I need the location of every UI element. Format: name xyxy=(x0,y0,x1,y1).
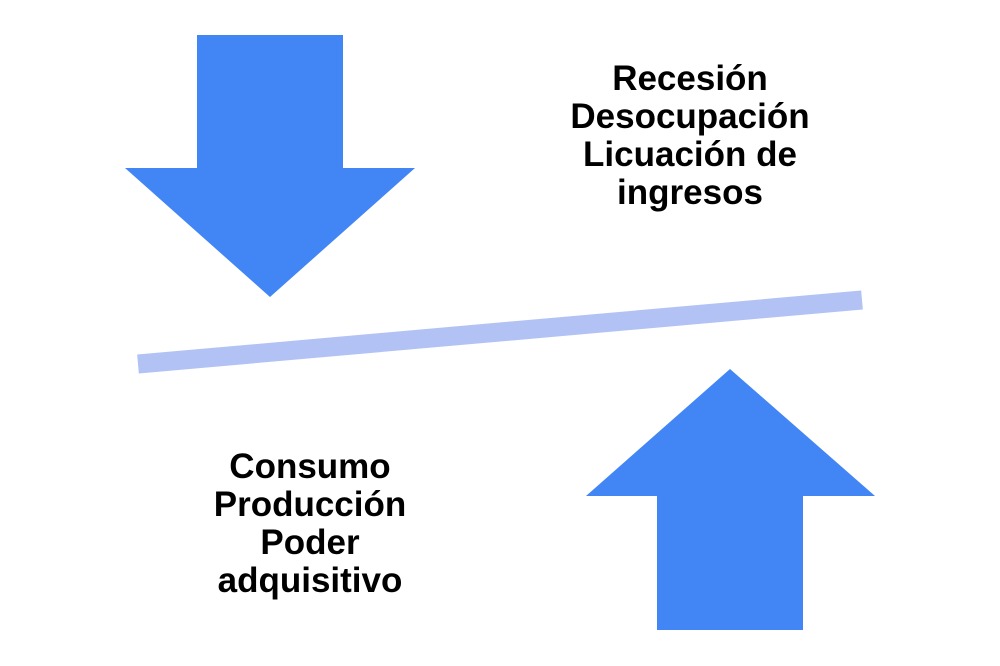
top-label: Recesión Desocupación Licuación de ingre… xyxy=(540,60,840,212)
top-label-line: Recesión xyxy=(612,59,768,98)
arrow-up-icon xyxy=(586,369,875,630)
top-label-line: Desocupación xyxy=(570,97,810,136)
bottom-label-line: Consumo xyxy=(229,447,391,486)
top-label-line: Licuación de xyxy=(583,135,797,174)
bottom-label-line: adquisitivo xyxy=(217,561,403,600)
balance-bar xyxy=(137,290,863,374)
top-label-line: ingresos xyxy=(617,173,763,212)
bottom-label: Consumo Producción Poder adquisitivo xyxy=(160,448,460,600)
arrow-down-icon xyxy=(125,35,415,297)
bottom-label-line: Poder xyxy=(260,523,360,562)
bottom-label-line: Producción xyxy=(213,485,407,524)
